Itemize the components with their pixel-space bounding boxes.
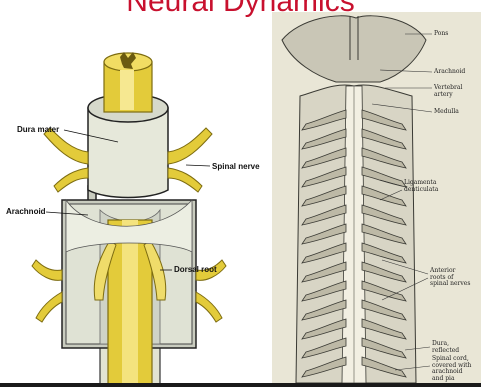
label-spinal-cord-covered: Spinal cord, covered with arachnoid and … <box>432 356 471 382</box>
label-medulla: Medulla <box>434 109 459 116</box>
label-dura-reflected: Dura, reflected <box>432 341 459 354</box>
slide-bottom-bar <box>0 383 481 387</box>
label-arachnoid-right: Arachnoid <box>434 69 465 76</box>
label-anterior-roots: Anterior roots of spinal nerves <box>430 268 470 288</box>
label-pons: Pons <box>434 31 448 38</box>
label-ligamenta-denticulata: Ligamenta denticulata <box>404 180 438 193</box>
label-vertebral-artery: Vertebral artery <box>434 85 462 98</box>
